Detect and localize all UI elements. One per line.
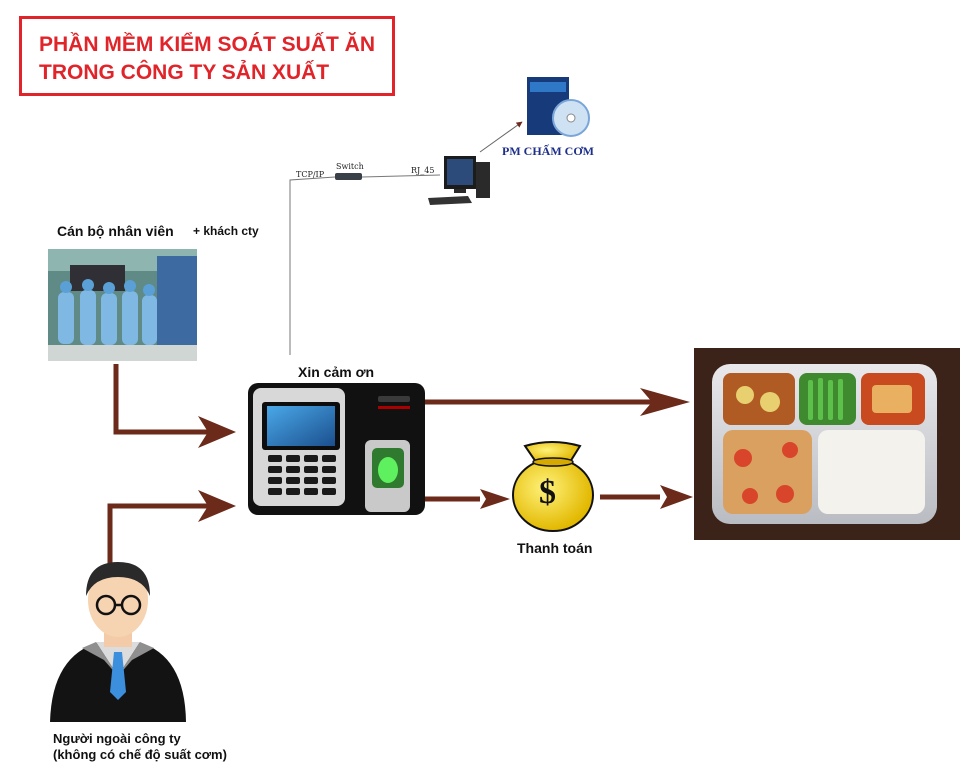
title-line-1: PHẦN MỀM KIỂM SOÁT SUẤT ĂN [39,33,375,56]
machine-message: Xin cảm ơn [298,364,375,380]
outsider-avatar-icon [50,562,186,722]
switch-label: Switch [336,162,364,171]
outsider-label-2: (không có chế độ suất cơm) [53,747,227,762]
software-label: PM CHẤM CƠM [502,144,594,158]
staff-extra-label: + khách cty [193,224,259,238]
switch-device [335,173,362,180]
tcpip-label: TCP/IP [296,170,325,179]
staff-label: Cán bộ nhân viên [57,223,174,239]
arrow-heads [198,388,693,522]
software-box-icon [527,77,590,137]
outsider-label-1: Người ngoài công ty [53,731,181,746]
dollar-sign-icon: $ [539,474,556,511]
food-tray-photo [694,348,960,540]
money-bag-icon [512,441,594,532]
payment-label: Thanh toán [517,540,593,556]
network-lines [289,121,523,355]
rj45-label: RJ_45 [411,166,435,175]
staff-photo [48,249,197,361]
computer-icon [428,156,490,205]
title-line-2: TRONG CÔNG TY SẢN XUẤT [39,61,330,84]
fingerprint-machine [248,383,425,515]
title-box: PHẦN MỀM KIỂM SOÁT SUẤT ĂN TRONG CÔNG TY… [19,16,395,96]
flow-arrows [107,364,660,565]
